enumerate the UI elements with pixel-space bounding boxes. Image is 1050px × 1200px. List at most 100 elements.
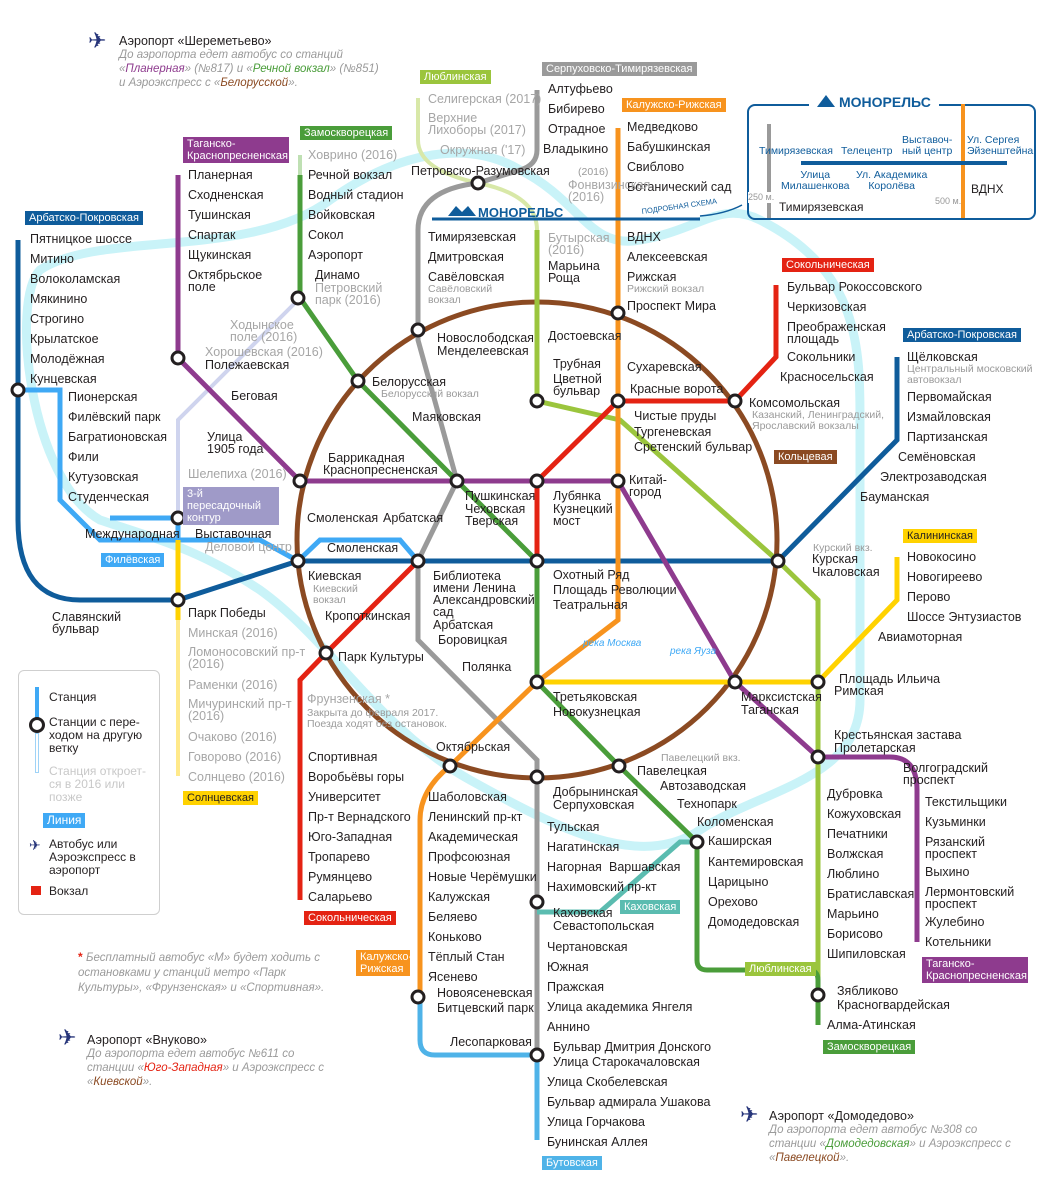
line-badge-sokolnicheskaya: Сокольническая	[782, 258, 874, 272]
station-label: Аэропорт	[308, 248, 363, 262]
station-label: Алтуфьево	[548, 82, 613, 96]
station-label: Шаболовская	[428, 790, 507, 804]
station-label: Тульская	[547, 820, 599, 834]
legend-line-badge: Линия	[43, 813, 86, 828]
line-badge-arbatsko: Арбатско-Покровская	[25, 211, 143, 225]
station-label: Профсоюзная	[428, 850, 510, 864]
station-label: Пр-т Вернадского	[308, 810, 411, 824]
mcc-ring	[22, 148, 865, 851]
station-label: Бульвар Рокоссовского	[787, 280, 922, 294]
station-label: Улица Скобелевская	[547, 1075, 668, 1089]
monorail-mid-title: МОНОРЕЛЬС	[478, 205, 564, 220]
station-label: Кропоткинская	[325, 609, 410, 623]
station-label: Белорусская	[372, 375, 446, 389]
monorail-station: Телецентр	[841, 145, 893, 157]
river-yauza-label: река Яуза	[669, 646, 717, 657]
station-label: Ломоносовский пр-т(2016)	[188, 645, 305, 671]
station-label: Новослободская	[437, 331, 534, 345]
station-label: Нагатинская	[547, 840, 619, 854]
station-label: Печатники	[827, 827, 888, 841]
interchange-node	[610, 473, 626, 489]
station-label: Ховрино (2016)	[308, 148, 397, 162]
station-label: Площадь Ильича	[839, 672, 940, 686]
station-label: Строгино	[30, 312, 84, 326]
station-label: Достоевская	[548, 329, 622, 343]
station-label: Смоленская	[327, 541, 398, 555]
interchange-node	[810, 674, 826, 690]
interchange-node	[290, 553, 306, 569]
station-label: Парк Культуры	[338, 650, 424, 664]
line-badge-solntsevskaya: Солнцевская	[183, 791, 258, 805]
station-label: Зябликово	[837, 984, 898, 998]
monorail-detail-link[interactable]: ПОДРОБНАЯ СХЕМА	[641, 197, 717, 216]
station-labels: Бульвар РокоссовскогоЧеркизовскаяПреобра…	[30, 82, 1033, 1149]
station-label: Кожуховская	[827, 807, 901, 821]
station-label: Митино	[30, 252, 74, 266]
station-label: Баррикадная	[328, 451, 405, 465]
interchange-node	[410, 553, 426, 569]
station-label: Свиблово	[627, 160, 684, 174]
line-badge-lyublinskaya: Люблинская	[745, 962, 816, 976]
station-label: Добрынинская	[553, 785, 638, 799]
station-label: Домодедовская	[708, 915, 799, 929]
line-badge-lyublinskaya: Люблинская	[420, 70, 491, 84]
line-badge-butovskaya: Бутовская	[542, 1156, 602, 1170]
station-label: Бульвар адмирала Ушакова	[547, 1095, 710, 1109]
line-badge-arbatsko: Арбатско-Покровская	[903, 328, 1021, 342]
interchange-node	[810, 987, 826, 1003]
station-label: Кантемировская	[708, 855, 803, 869]
station-label: Медведково	[627, 120, 698, 134]
station-label: Улица академика Янгеля	[547, 1000, 692, 1014]
station-note: Казанский, Ленинградский,Ярославский вок…	[752, 409, 884, 432]
station-label: Новоясеневская	[437, 986, 532, 1000]
interchange-node	[529, 553, 545, 569]
station-label: Павелецкая	[637, 764, 707, 778]
legend-rail: Вокзал	[49, 884, 89, 898]
interchange-node	[449, 473, 465, 489]
station-label: Мякинино	[30, 292, 87, 306]
kakhovskaya-line	[537, 839, 697, 915]
station-label: Жулебино	[925, 915, 985, 929]
interchange-node	[529, 393, 545, 409]
interchange-node	[610, 305, 626, 321]
interchange-node	[350, 373, 366, 389]
station-label: Аннино	[547, 1020, 590, 1034]
legend-future-sample	[35, 733, 39, 773]
station-label: Водный стадион	[308, 188, 404, 202]
interchange-node	[10, 382, 26, 398]
transfer-station: Тимирязевская	[779, 200, 864, 214]
station-label: Румянцево	[308, 870, 372, 884]
line-badge-tagansko: Таганско-Краснопресненская	[183, 137, 289, 163]
interchange-nodes	[10, 175, 826, 1063]
station-label: Коньково	[428, 930, 482, 944]
station-label: Октябрьская	[436, 740, 510, 754]
interchange-node	[727, 393, 743, 409]
station-label: Чертановская	[547, 940, 628, 954]
interchange-node	[529, 473, 545, 489]
station-label: Марьино	[827, 907, 879, 921]
station-label: Красносельская	[780, 370, 874, 384]
footnote-star: *	[78, 950, 83, 964]
station-label: Войковская	[308, 208, 375, 222]
station-label: Волжская	[827, 847, 883, 861]
station-label: Минская (2016)	[188, 626, 278, 640]
station-label: Беговая	[231, 389, 278, 403]
legend-future: Станция откроет-ся в 2016 или позже	[49, 764, 147, 804]
station-label: Тёплый Стан	[428, 950, 505, 964]
interchange-node	[529, 769, 545, 785]
station-label: Планерная	[188, 168, 253, 182]
line-badge-filyovskaya: Филёвская	[101, 553, 165, 567]
interchange-node	[170, 350, 186, 366]
station-label: Проспект Мира	[627, 299, 716, 313]
station-label: Алма-Атинская	[827, 1018, 916, 1032]
station-label: Тропарево	[308, 850, 370, 864]
station-label: Пионерская	[68, 390, 137, 404]
station-label: Крестьянская застава	[834, 728, 962, 742]
station-label: Пролетарская	[834, 741, 916, 755]
station-note: Закрыта до февраля 2017.Поезда ходят без…	[307, 707, 447, 730]
station-label: Академическая	[428, 830, 518, 844]
interchange-node	[318, 645, 334, 661]
